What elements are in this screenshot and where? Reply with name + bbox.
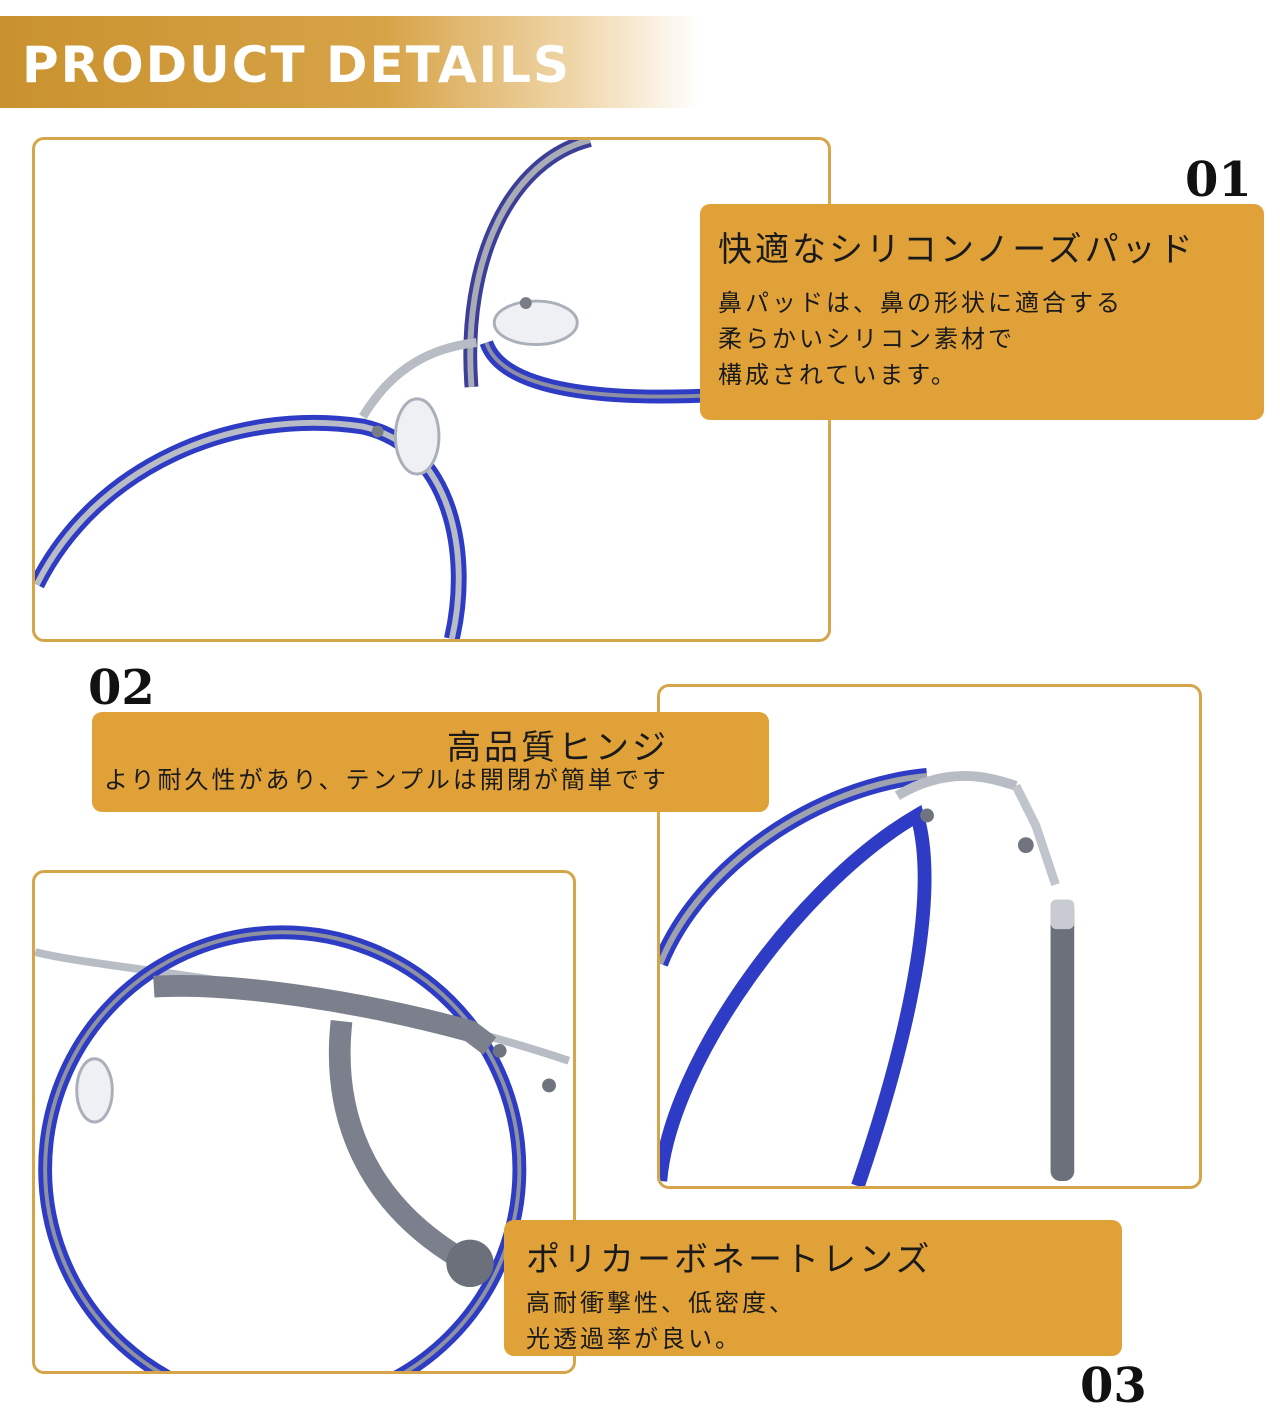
photo-lens xyxy=(32,870,576,1374)
feature-card-hinge: 高品質ヒンジ より耐久性があり、テンプルは開閉が簡単です xyxy=(92,712,769,812)
feature-card-nose-pad: 快適なシリコンノーズパッド 鼻パッドは、鼻の形状に適合する 柔らかいシリコン素材… xyxy=(700,204,1264,420)
feature-title-nose-pad: 快適なシリコンノーズパッド xyxy=(718,230,1196,270)
glasses-nose-pad-image xyxy=(35,140,719,639)
feature-title-hinge: 高品質ヒンジ xyxy=(447,728,669,768)
feature-desc-line: 鼻パッドは、鼻の形状に適合する xyxy=(718,289,1123,317)
feature-desc-line: 構成されています。 xyxy=(718,361,958,389)
feature-desc-line: 柔らかいシリコン素材で xyxy=(718,325,1015,353)
photo-nose-pad xyxy=(32,137,831,642)
feature-desc-hinge: より耐久性があり、テンプルは開閉が簡単です xyxy=(104,766,669,794)
feature-number-03: 03 xyxy=(1080,1358,1147,1414)
feature-card-lens: ポリカーボネートレンズ 高耐衝撃性、低密度、 光透過率が良い。 xyxy=(504,1220,1122,1356)
page-title: PRODUCT DETAILS xyxy=(22,36,572,94)
feature-desc-line: 光透過率が良い。 xyxy=(526,1325,742,1353)
glasses-hinge-image xyxy=(660,768,1075,1186)
feature-number-02: 02 xyxy=(88,660,155,716)
feature-desc-lens: 高耐衝撃性、低密度、 光透過率が良い。 xyxy=(526,1285,1122,1357)
feature-desc-line: 高耐衝撃性、低密度、 xyxy=(526,1289,796,1317)
glasses-lens-image xyxy=(35,925,571,1371)
feature-title-lens: ポリカーボネートレンズ xyxy=(526,1240,933,1280)
header-banner: PRODUCT DETAILS xyxy=(0,16,700,108)
feature-number-01: 01 xyxy=(1185,152,1252,208)
feature-desc-nose-pad: 鼻パッドは、鼻の形状に適合する 柔らかいシリコン素材で 構成されています。 xyxy=(718,285,1264,393)
